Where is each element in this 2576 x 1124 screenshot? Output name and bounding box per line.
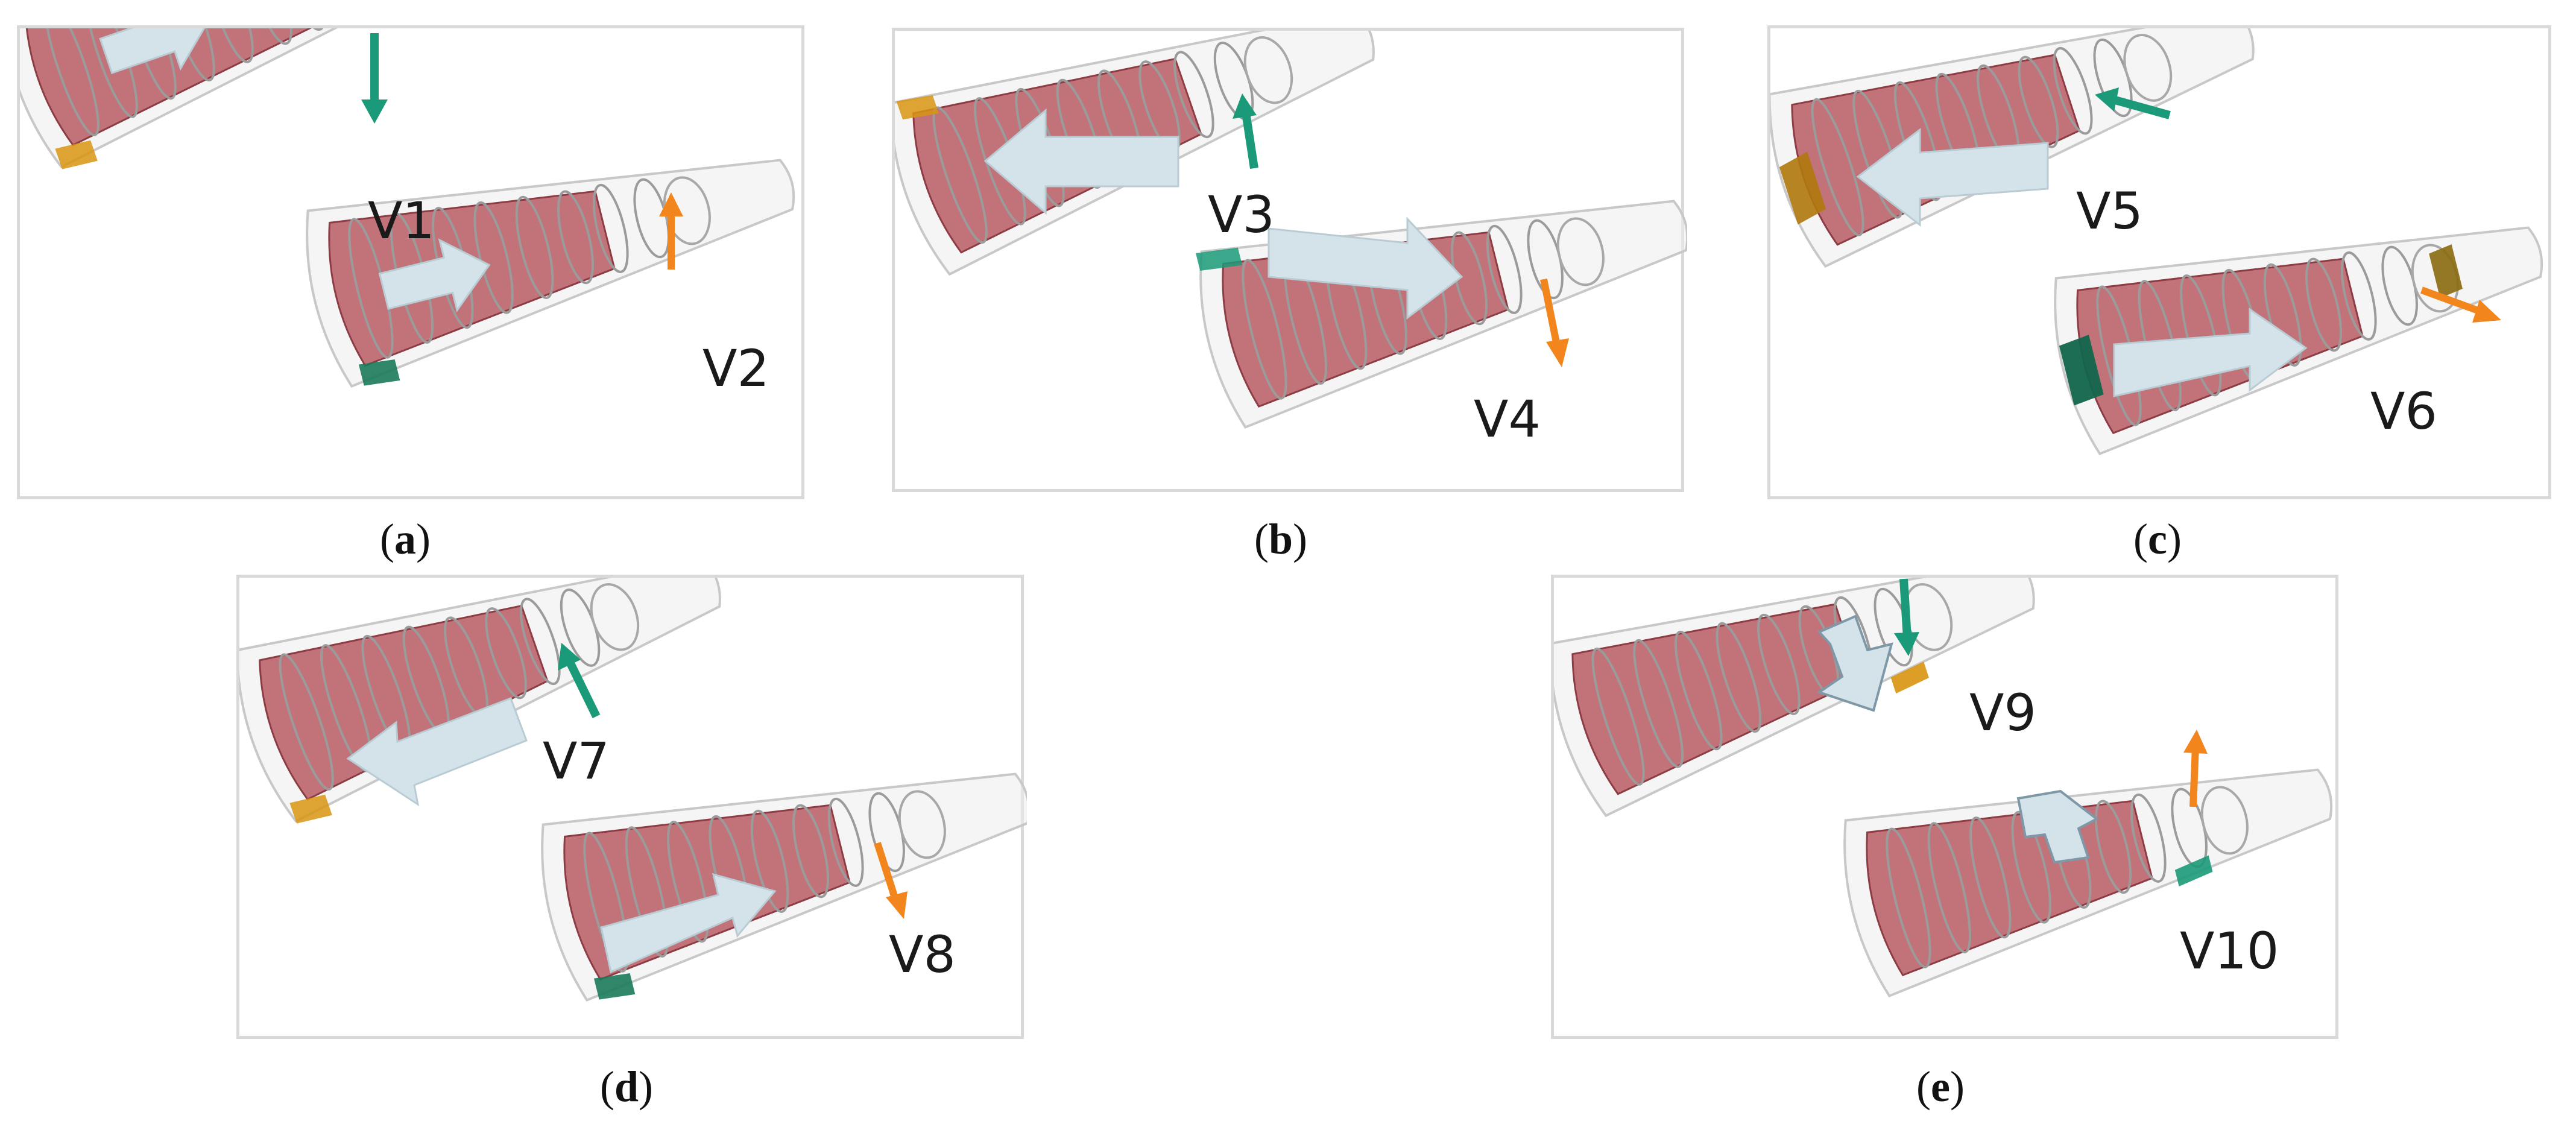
caption-c: (c) [2133,515,2182,563]
view-label-v2: V2 [702,339,769,398]
teal-arrow-v3 [1233,93,1258,169]
flow-arrow-v9 [1816,614,1893,712]
orange-arrow-v10 [2183,730,2208,807]
teal-arrow-v5 [2095,87,2171,119]
teal-arrow-v7 [558,643,601,719]
panel-c-drawing [1770,28,2543,456]
orange-arrow-v4 [1540,278,1569,367]
orange-arrow-v2 [659,192,683,270]
view-label-v1: V1 [368,191,435,250]
panel-e: V9 V10 [1551,575,2338,1039]
panel-c: V5 V6 [1767,25,2551,499]
teal-arrow-v9 [1894,578,1919,656]
caption-a-letter: a [394,515,416,563]
view-label-v7: V7 [543,731,610,791]
panel-a: V1 V2 [17,25,804,499]
flow-arrow-v10 [2016,789,2099,864]
teal-arrow-v1 [361,33,388,124]
caption-c-letter: c [2147,515,2167,563]
caption-d: (d) [600,1062,654,1111]
flow-arrow-v4 [1267,216,1463,320]
panel-a-drawing [20,28,795,388]
view-label-v8: V8 [889,925,956,984]
panel-d-drawing [239,578,1027,1002]
view-label-v4: V4 [1474,390,1541,449]
flow-arrow-v3 [983,108,1179,215]
orange-arrow-v6 [2420,286,2501,323]
flow-arrow-v8 [600,873,777,974]
caption-d-letter: d [614,1062,639,1111]
flow-arrow-v5 [1856,127,2049,227]
view-label-v3: V3 [1208,185,1275,244]
caption-b: (b) [1254,515,1308,563]
caption-e: (e) [1916,1062,1965,1111]
view-label-v6: V6 [2370,382,2437,441]
cone-v1 [20,28,487,169]
caption-e-letter: e [1930,1062,1950,1111]
panel-b-drawing [895,31,1687,429]
view-label-v5: V5 [2076,182,2143,241]
caption-b-letter: b [1268,515,1293,563]
panel-b: V3 V4 [892,28,1687,492]
panel-d: V7 V8 [236,575,1027,1039]
orange-arrow-v8 [874,842,908,919]
flow-arrow-v6 [2113,308,2308,397]
panel-e-drawing [1554,578,2333,998]
cone-v7 [239,578,721,824]
flow-arrow-v7 [346,697,528,807]
view-label-v10: V10 [2180,921,2279,980]
view-label-v9: V9 [1969,683,2036,742]
caption-a: (a) [380,515,431,563]
